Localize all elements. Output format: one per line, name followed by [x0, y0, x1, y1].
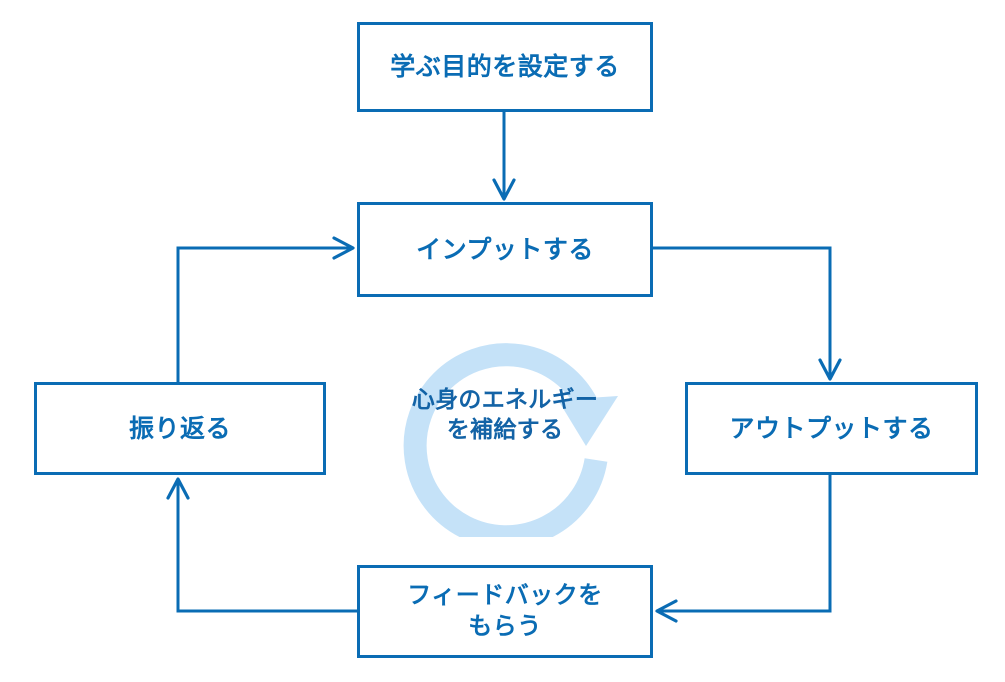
- node-set-learning-goal[interactable]: 学ぶ目的を設定する: [357, 22, 653, 112]
- center-cycle-group: 心身のエネルギー を補給する: [380, 322, 630, 537]
- connector-reflect-to-input: [176, 236, 355, 382]
- connector-output-to-feedback: [655, 475, 832, 623]
- node-label: フィードバックを もらう: [407, 581, 603, 640]
- node-output[interactable]: アウトプットする: [685, 382, 978, 475]
- node-label: アウトプットする: [729, 414, 934, 443]
- node-label: 振り返る: [128, 414, 231, 443]
- node-label: インプットする: [416, 235, 594, 264]
- circular-arrow-icon: [403, 343, 618, 537]
- connector-feedback-to-reflect: [166, 477, 357, 613]
- center-label: 心身のエネルギー を補給する: [411, 386, 599, 443]
- connector-input-to-output: [653, 246, 842, 381]
- node-get-feedback[interactable]: フィードバックを もらう: [357, 565, 653, 658]
- node-input[interactable]: インプットする: [357, 202, 653, 297]
- node-reflect[interactable]: 振り返る: [34, 382, 326, 475]
- node-label: 学ぶ目的を設定する: [390, 53, 620, 81]
